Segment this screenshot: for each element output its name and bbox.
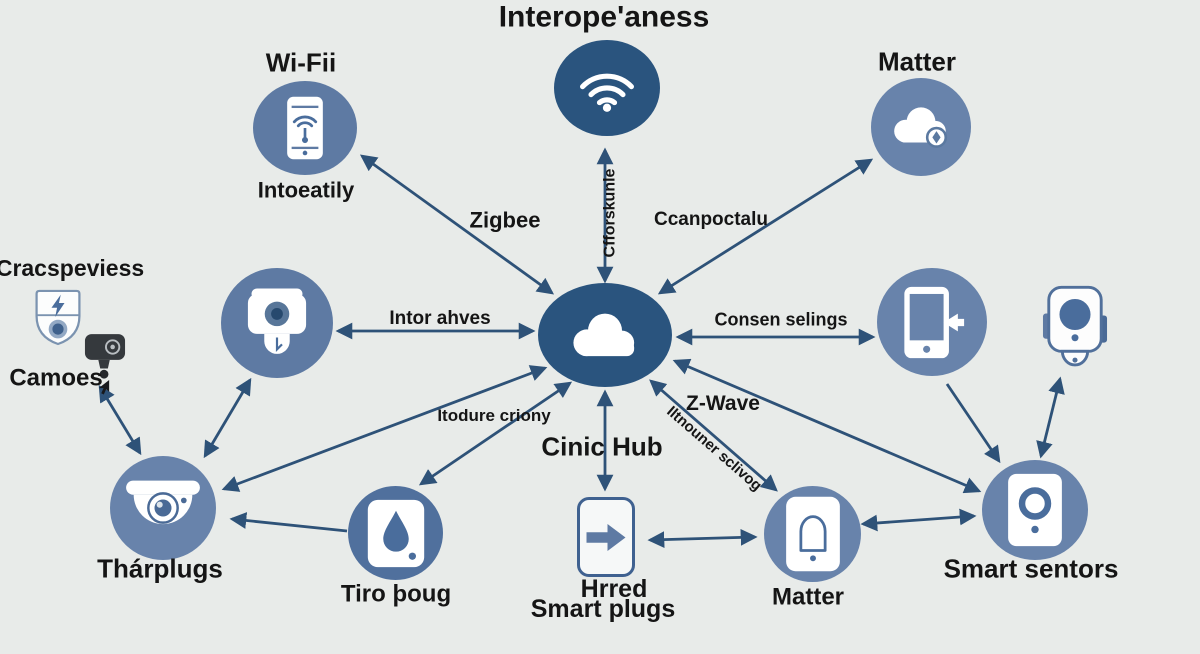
node-matter-cloud (871, 78, 971, 176)
doorbell-icon (785, 496, 840, 572)
mini-webcam-icon (84, 334, 126, 379)
node-smart-plug (577, 497, 635, 577)
node-wifi-phone (253, 81, 357, 175)
node-router (554, 40, 660, 136)
tablet-edge-label: Consen selings (714, 309, 848, 330)
zigbee-edge-label: Zigbee (469, 207, 541, 233)
arrow-right-icon (586, 523, 626, 551)
shield-camera-title: Cracspeviess (0, 254, 145, 281)
webcam-icon (247, 288, 307, 354)
camera-edge-label: Intor ahves (389, 308, 491, 330)
smartphone-wifi-icon (287, 96, 323, 160)
cloud-icon (573, 313, 635, 356)
edge-tablet-sensors (945, 383, 1001, 464)
edge-dome-hub (221, 365, 548, 492)
node-doorbell (764, 486, 861, 582)
diagram-title: Interope'aness (498, 0, 710, 34)
node-hub (538, 283, 672, 387)
zwave-edge-label: Z-Wave (686, 391, 760, 415)
dome-edge-label: Itodure criony (437, 406, 551, 426)
matter-cloud-title: Matter (877, 46, 957, 77)
edge-camoes-dome (98, 384, 142, 456)
hub-name-label: Cinic Hub (541, 431, 663, 462)
doorbell-caption: Matter (771, 583, 845, 611)
cloud-sync-icon (894, 107, 948, 148)
node-indoor-camera (221, 268, 333, 378)
wifi-icon (579, 73, 635, 112)
ring-sensor-icon (1008, 473, 1062, 547)
edge-camera-dome (203, 377, 252, 459)
edge-leak-hub (418, 381, 573, 486)
node-tablet (877, 268, 987, 376)
sensor-camera-icon (1042, 285, 1108, 367)
edge-doorbell-sensors (860, 508, 977, 532)
node-smart-sensors (982, 460, 1088, 560)
water-drop-icon (367, 499, 424, 567)
cursor-icon (98, 380, 110, 395)
matter-edge-label: Ccanpoctalu (653, 209, 769, 231)
edge-wifiphone-hub (359, 154, 555, 295)
smart-plug-caption-line2: Smart plugs (530, 594, 676, 623)
edge-leak-dome (229, 512, 348, 533)
dome-camera-caption: Thárplugs (97, 553, 223, 584)
smart-plug-caption-line1: Hrred (580, 574, 648, 603)
wifi-phone-title: Wi-Fii (265, 47, 337, 78)
smart-sensors-caption: Smart sentors (943, 553, 1119, 584)
edge-sensors-wallsensor (1036, 376, 1065, 459)
leak-sensor-caption: Tiro þoug (340, 580, 452, 608)
router-hub-edge-label: Cfforskunle (601, 168, 619, 258)
tablet-arrow-icon (904, 286, 965, 358)
wifi-phone-caption: Intoeatily (257, 177, 355, 203)
shield-camera-icon (35, 289, 81, 346)
node-leak-sensor (348, 486, 443, 580)
edge-plug-doorbell (647, 529, 758, 548)
dome-camera-icon (126, 480, 200, 525)
shield-camera-caption: Camoes (9, 364, 103, 392)
node-dome-camera (110, 456, 216, 560)
edge-hub-sensors (672, 358, 982, 494)
edge-mattercloud-hub (657, 158, 874, 295)
